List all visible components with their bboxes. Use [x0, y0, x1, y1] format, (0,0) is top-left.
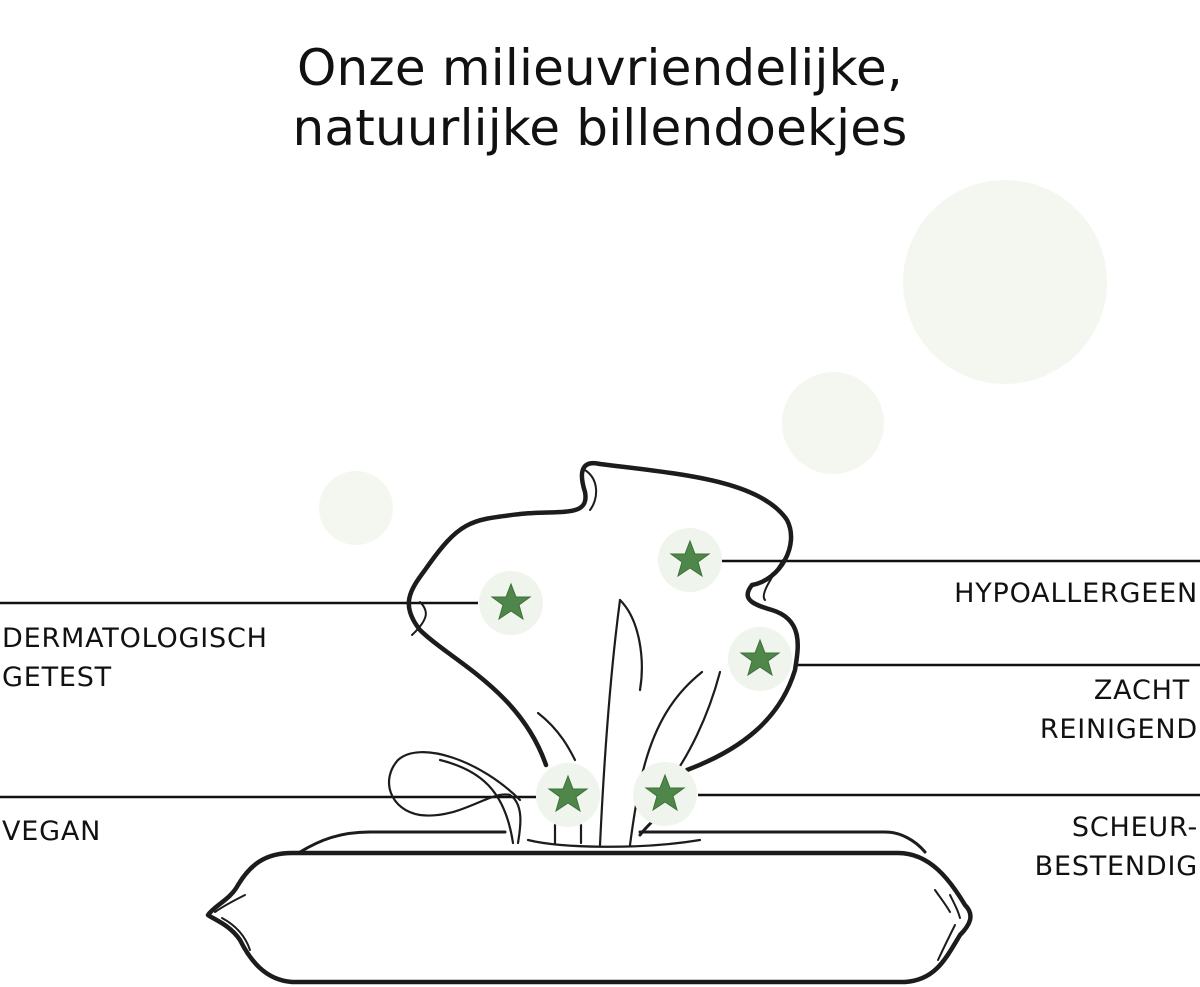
- star-badge-dermatologisch: [479, 571, 543, 635]
- wipes-package: [205, 830, 973, 985]
- feature-label-zacht-reinigend: ZACHT REINIGEND: [1040, 671, 1198, 749]
- star-icon: [490, 582, 532, 621]
- feature-label-line: VEGAN: [2, 816, 102, 847]
- feature-label-line: BESTENDIG: [1034, 851, 1198, 882]
- feature-label-line: HYPOALLERGEEN: [954, 578, 1198, 609]
- feature-label-scheurbestendig: SCHEUR- BESTENDIG: [1035, 808, 1198, 886]
- star-badge-scheur: [633, 762, 697, 826]
- feature-label-line: REINIGEND: [1039, 714, 1198, 745]
- decorative-circle-small: [319, 471, 393, 545]
- page-title: Onze milieuvriendelijke, natuurlijke bil…: [0, 38, 1200, 158]
- star-badge-vegan: [536, 763, 600, 827]
- star-icon: [669, 539, 711, 578]
- leader-lines: [0, 559, 1200, 799]
- wipe-sheet: [388, 460, 800, 847]
- star-icon: [739, 638, 781, 677]
- star-icon: [547, 774, 589, 813]
- decorative-circle-medium: [782, 372, 884, 474]
- star-badge-hypoallergeen: [658, 528, 722, 592]
- star-badge-zacht: [728, 627, 792, 691]
- feature-label-line: SCHEUR-: [1071, 812, 1198, 843]
- feature-label-line: DERMATOLOGISCH: [2, 623, 268, 654]
- star-icon: [644, 773, 686, 812]
- title-line-1: Onze milieuvriendelijke,: [296, 38, 904, 97]
- feature-label-vegan: VEGAN: [2, 812, 101, 851]
- feature-label-line: ZACHT: [1093, 675, 1190, 706]
- feature-label-hypoallergeen: HYPOALLERGEEN: [954, 574, 1198, 613]
- feature-label-line: GETEST: [2, 662, 112, 693]
- title-line-2: natuurlijke billendoekjes: [292, 98, 908, 157]
- feature-label-dermatologisch-getest: DERMATOLOGISCH GETEST: [2, 619, 268, 697]
- decorative-circle-large: [903, 180, 1107, 384]
